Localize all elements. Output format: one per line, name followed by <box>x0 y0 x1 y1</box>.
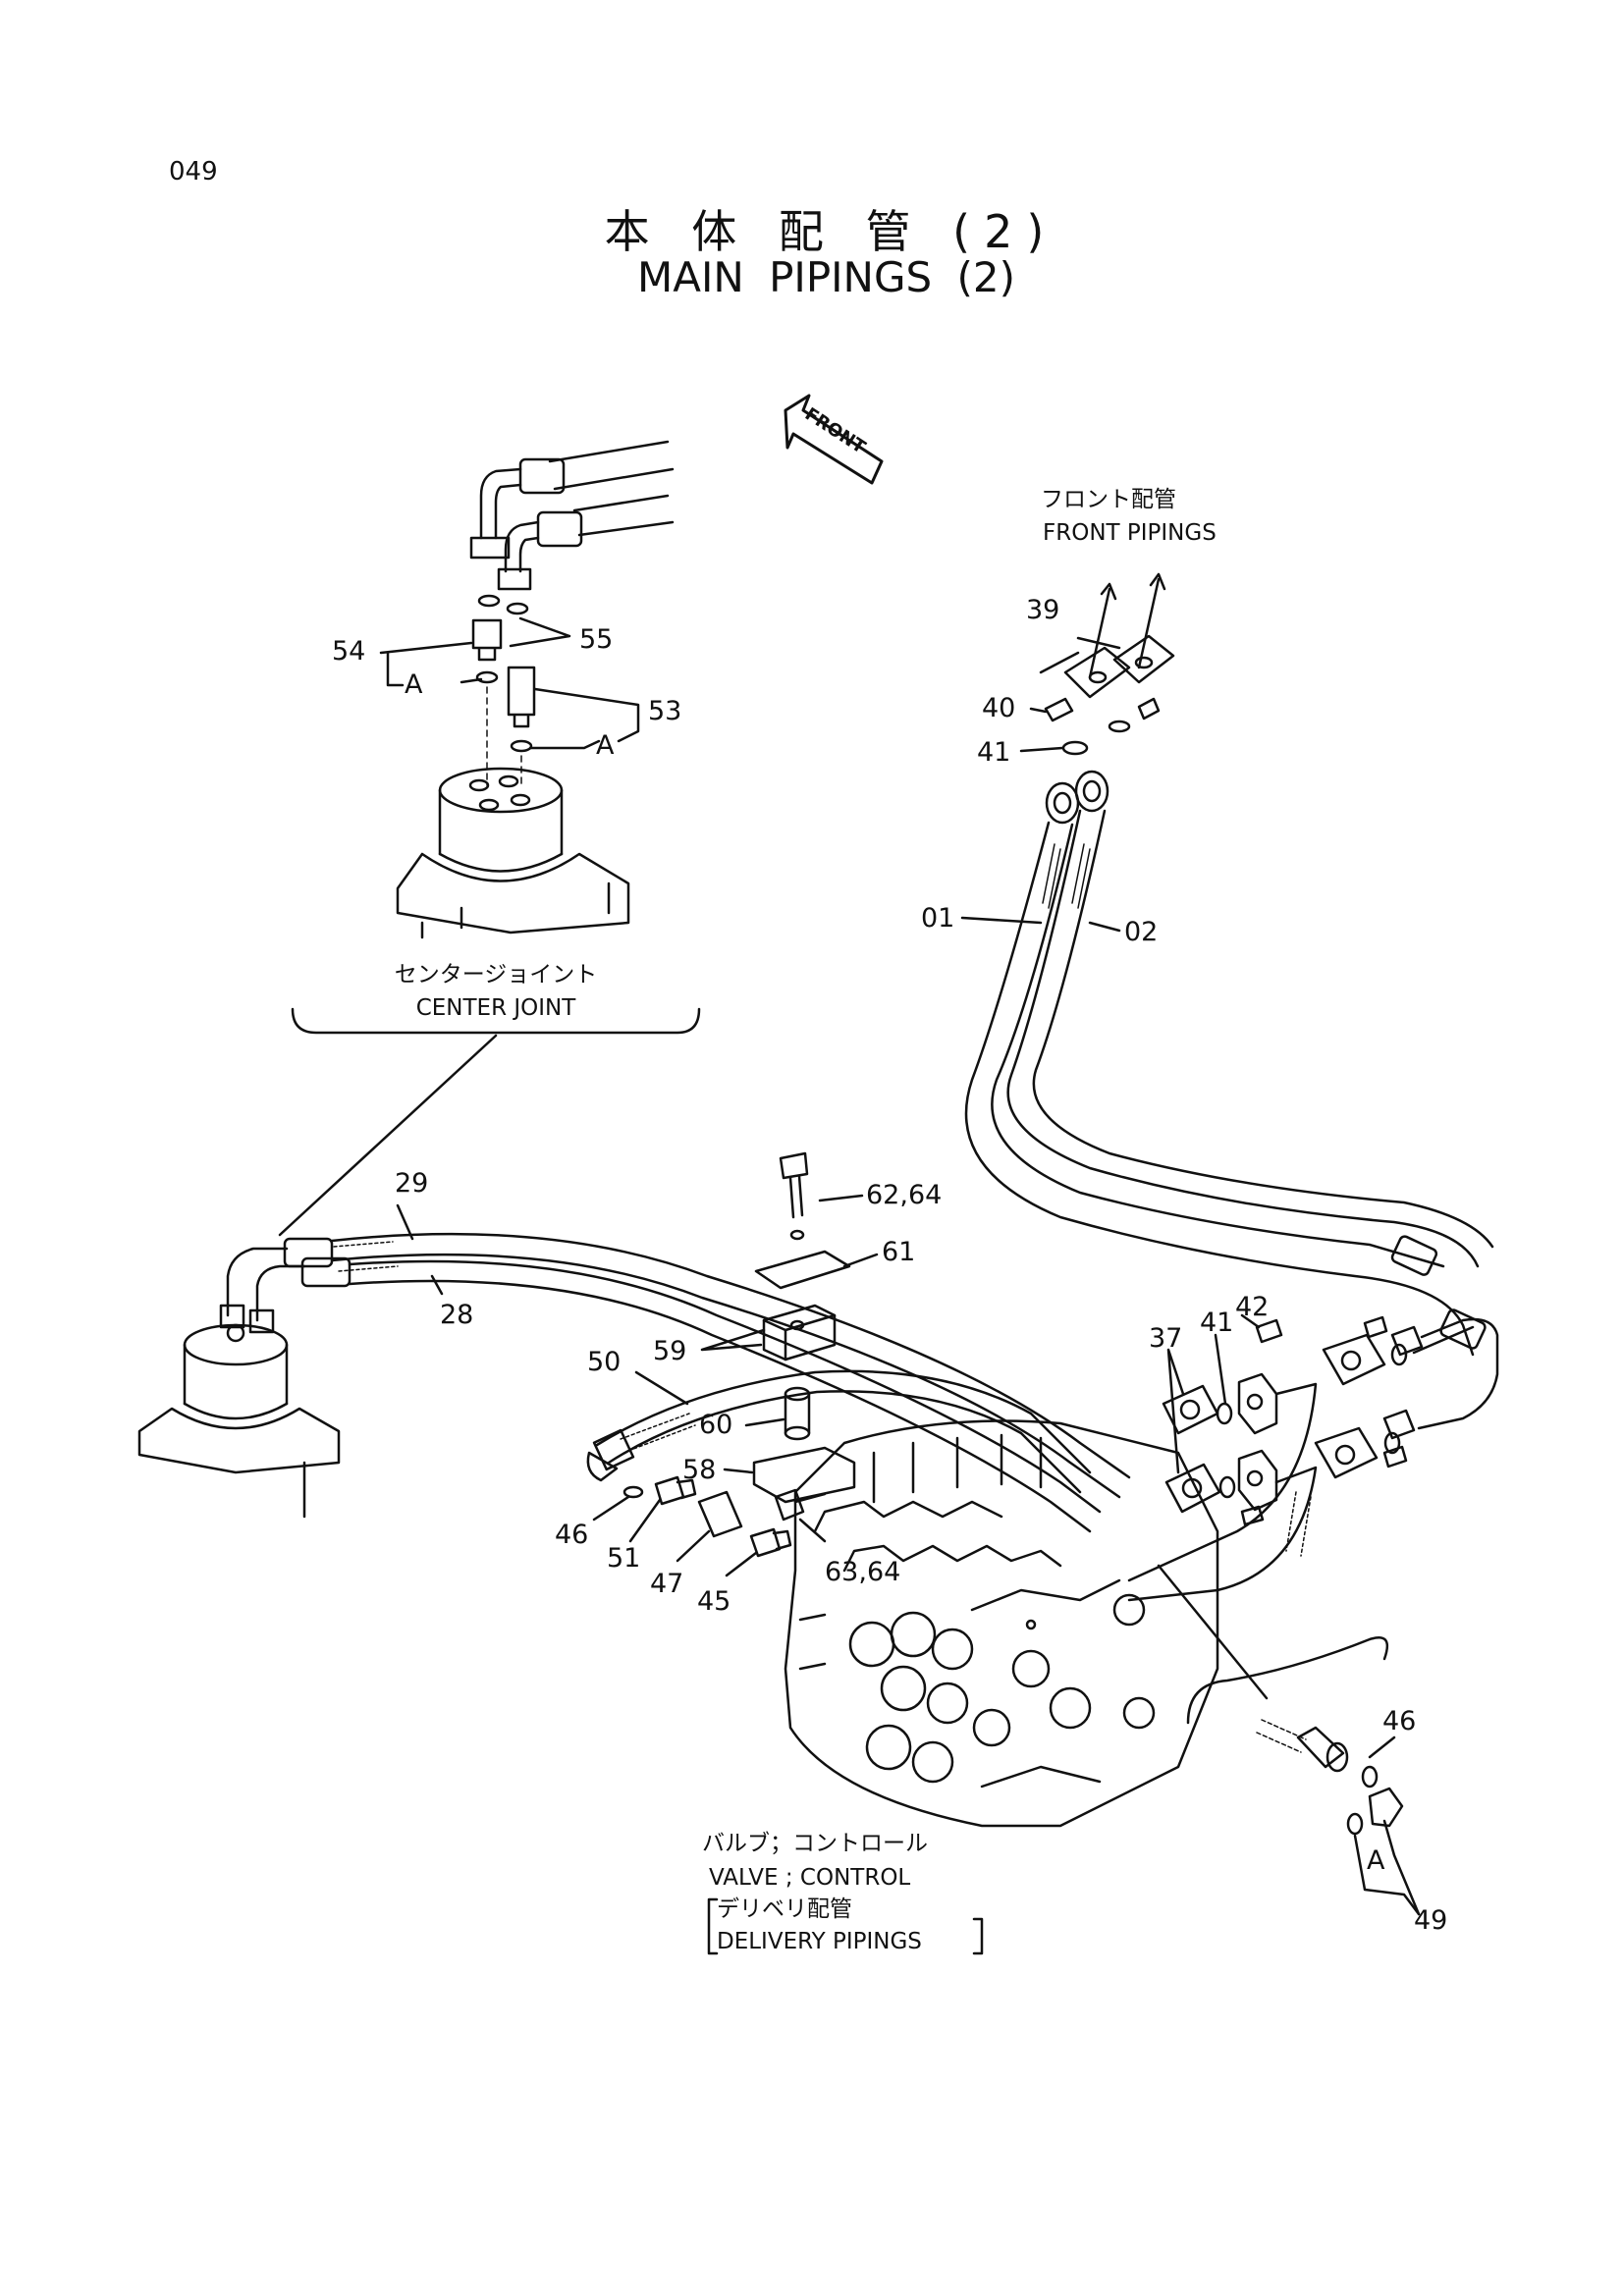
part-label-46-left: 46 <box>555 1520 588 1550</box>
part-label-a-1: A <box>405 669 423 700</box>
part-label-a-2: A <box>596 730 615 761</box>
valve-caption-en: VALVE ; CONTROL <box>709 1865 910 1891</box>
part-label-61: 61 <box>882 1237 915 1267</box>
front-pipings-caption-jp: フロント配管 <box>1041 487 1176 512</box>
part-label-50: 50 <box>587 1347 621 1377</box>
part-label-29: 29 <box>395 1168 428 1199</box>
delivery-caption-jp: デリベリ配管 <box>717 1896 852 1922</box>
delivery-fitting-detail: 46 A 49 <box>1186 1636 1447 1936</box>
part-label-41-valve: 41 <box>1200 1308 1233 1338</box>
part-label-47: 47 <box>650 1569 683 1599</box>
delivery-caption-en: DELIVERY PIPINGS <box>717 1929 922 1954</box>
part-label-51: 51 <box>607 1543 640 1574</box>
page-title-english: MAIN PIPINGS (2) <box>636 253 1016 301</box>
part-label-62-64: 62,64 <box>866 1180 942 1210</box>
swivel-and-hoses: 29 28 <box>137 1168 1131 1533</box>
part-label-49: 49 <box>1414 1905 1447 1936</box>
part-label-42: 42 <box>1235 1292 1269 1322</box>
valve-caption: バルブ；コントロール VALVE ; CONTROL デリベリ配管 DELIVE… <box>702 1831 984 1955</box>
part-label-55: 55 <box>579 624 613 655</box>
part-label-02: 02 <box>1124 917 1158 947</box>
part-label-a-3: A <box>1367 1845 1385 1876</box>
part-label-37: 37 <box>1149 1323 1182 1354</box>
front-pipings-caption-en: FRONT PIPINGS <box>1043 520 1217 546</box>
front-arrow-icon: FRONT <box>784 394 884 485</box>
front-arrow-label: FRONT <box>801 403 870 457</box>
control-valve <box>784 1419 1269 1828</box>
part-label-53: 53 <box>648 696 681 726</box>
clamp-parts: 62,64 61 59 60 58 63,64 <box>653 1151 942 1587</box>
part-label-28: 28 <box>440 1300 473 1330</box>
valve-fittings-37-41-42: 37 41 42 <box>1127 1292 1499 1602</box>
page-number: 049 <box>169 157 218 187</box>
valve-caption-jp: バルブ；コントロール <box>702 1831 928 1856</box>
part-label-59: 59 <box>653 1336 686 1366</box>
part-label-41-top: 41 <box>977 737 1010 768</box>
center-joint-caption-jp: センタージョイント <box>395 962 598 988</box>
part-label-45: 45 <box>697 1586 730 1617</box>
page-title-japanese: 本 体 配 管 (2) <box>604 205 1058 258</box>
part-label-46-right: 46 <box>1382 1706 1416 1736</box>
part-label-63-64: 63,64 <box>825 1557 900 1587</box>
center-joint-detail: 54 55 53 A A センタージョイント CENTER JOINT <box>278 440 701 1237</box>
center-joint-caption-en: CENTER JOINT <box>416 995 577 1021</box>
part-label-40: 40 <box>982 693 1015 723</box>
part-label-39: 39 <box>1026 595 1059 625</box>
part-label-54: 54 <box>332 636 365 667</box>
part-label-01: 01 <box>921 903 954 934</box>
front-pipings-group: フロント配管 FRONT PIPINGS <box>921 487 1494 1357</box>
hose-50-fittings: 50 46 51 47 45 <box>555 1347 1092 1617</box>
